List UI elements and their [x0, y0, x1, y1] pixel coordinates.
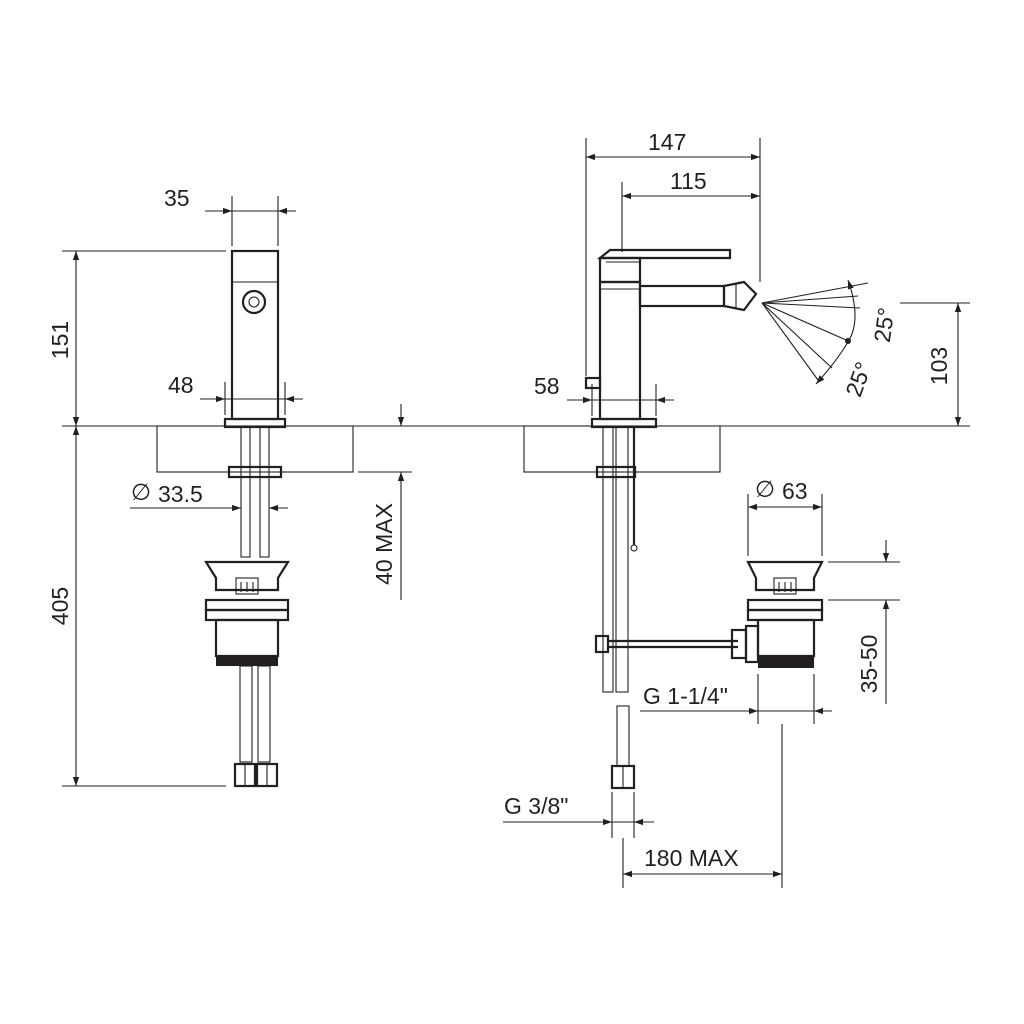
dim-waste-adjust: 35-50 — [828, 540, 900, 704]
popup-waste-side — [746, 560, 824, 668]
dim-supply-thread: G 3/8" — [503, 792, 654, 838]
diameter-symbol: ∅ — [131, 479, 151, 505]
countertop-section-front — [156, 425, 354, 473]
diameter-symbol: ∅ — [755, 476, 775, 502]
dim-text-35-50: 35-50 — [856, 635, 882, 694]
supply-hoses-front — [233, 665, 279, 788]
dim-text-58: 58 — [534, 373, 560, 399]
dim-total-depth: 405 — [47, 426, 226, 787]
dim-text-180-max: 180 MAX — [644, 845, 739, 871]
dim-waste-diameter: ∅ 63 — [747, 476, 823, 556]
front-view: 35 151 48 ∅ 33.5 40 — [47, 185, 412, 788]
dim-waste-thread: G 1-1/4" — [640, 674, 832, 724]
dim-text-g-1-1-4: G 1-1/4" — [643, 683, 728, 709]
dim-text-40-max: 40 MAX — [371, 503, 397, 585]
dim-base-width: 48 — [168, 372, 303, 415]
dim-overall-length: 147 — [585, 129, 761, 376]
dim-text-angle-down: 25° — [840, 358, 876, 400]
mounting-rod-front — [227, 426, 283, 558]
popup-linkage — [594, 624, 760, 664]
dim-text-115: 115 — [670, 168, 707, 194]
dim-text-151: 151 — [47, 321, 73, 359]
dim-rod-length: 180 MAX — [622, 724, 783, 888]
dim-hole-diameter: ∅ 33.5 — [130, 479, 288, 512]
dim-spout-height: 151 — [47, 250, 226, 426]
faucet-body-side — [584, 248, 758, 429]
faucet-body-front — [223, 249, 287, 429]
dim-width-top: 35 — [164, 185, 296, 246]
dim-text-48: 48 — [168, 372, 194, 398]
spray-angle-rays: 25° 25° — [761, 279, 900, 400]
mounting-rod-side — [595, 426, 638, 693]
dim-text-103: 103 — [926, 347, 952, 385]
dim-text-147: 147 — [648, 129, 686, 155]
side-view: 25° 25° 147 115 103 58 — [503, 129, 970, 888]
dim-deck-thickness: 40 MAX — [358, 404, 412, 600]
dim-text-angle-up: 25° — [869, 306, 900, 344]
dim-text-g-3-8: G 3/8" — [504, 793, 568, 819]
dim-text-405: 405 — [47, 587, 73, 625]
popup-waste-front — [204, 560, 290, 666]
dim-base-offset: 58 — [534, 373, 674, 416]
dim-spout-length: 115 — [621, 168, 760, 252]
dim-text-63: 63 — [782, 478, 808, 504]
countertop-section-side — [523, 425, 721, 473]
dim-text-33-5: 33.5 — [158, 481, 203, 507]
dim-outlet-height: 103 — [900, 302, 970, 426]
supply-hose-side — [610, 705, 636, 790]
dim-text-35: 35 — [164, 185, 190, 211]
